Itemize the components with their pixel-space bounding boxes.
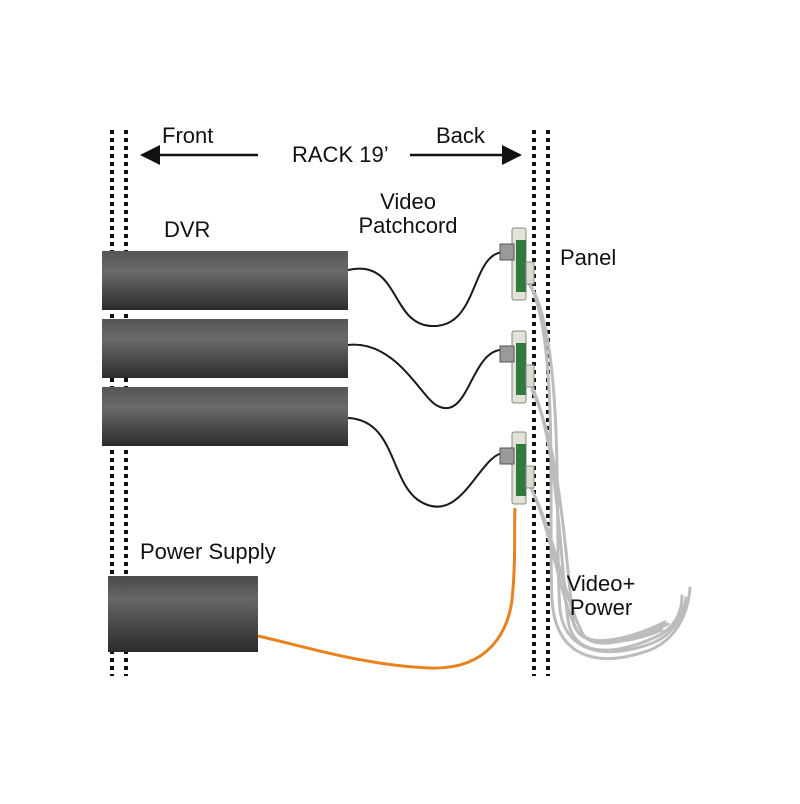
video-power-line1: Video+ <box>566 571 636 596</box>
back-label: Back <box>436 123 485 148</box>
power-supply-label: Power Supply <box>140 539 276 564</box>
dvr-label: DVR <box>164 217 211 242</box>
dvr-unit-2 <box>102 319 348 378</box>
back-rack-rail <box>532 130 550 676</box>
power-supply-unit <box>108 576 258 652</box>
power-cable <box>257 507 517 670</box>
panel-label: Panel <box>560 245 617 270</box>
video-patchcord-line2: Patchcord <box>358 213 458 239</box>
panel-module-2 <box>499 330 535 404</box>
video-power-line2: Power <box>569 595 633 621</box>
panel-module-1 <box>499 227 535 301</box>
rack-label: RACK 19’ <box>292 142 389 167</box>
front-label: Front <box>162 123 214 148</box>
video-patchcord-line1: Video <box>380 189 436 214</box>
video-patchcord-label: Video Patchcord <box>352 189 464 239</box>
video-power-label: Video+ Power <box>560 571 642 621</box>
dvr-unit-3 <box>102 387 348 446</box>
video-patchcords <box>347 250 507 508</box>
dvr-unit-1 <box>102 251 348 310</box>
video-power-cables <box>526 280 692 660</box>
panel-module-3 <box>499 431 535 505</box>
